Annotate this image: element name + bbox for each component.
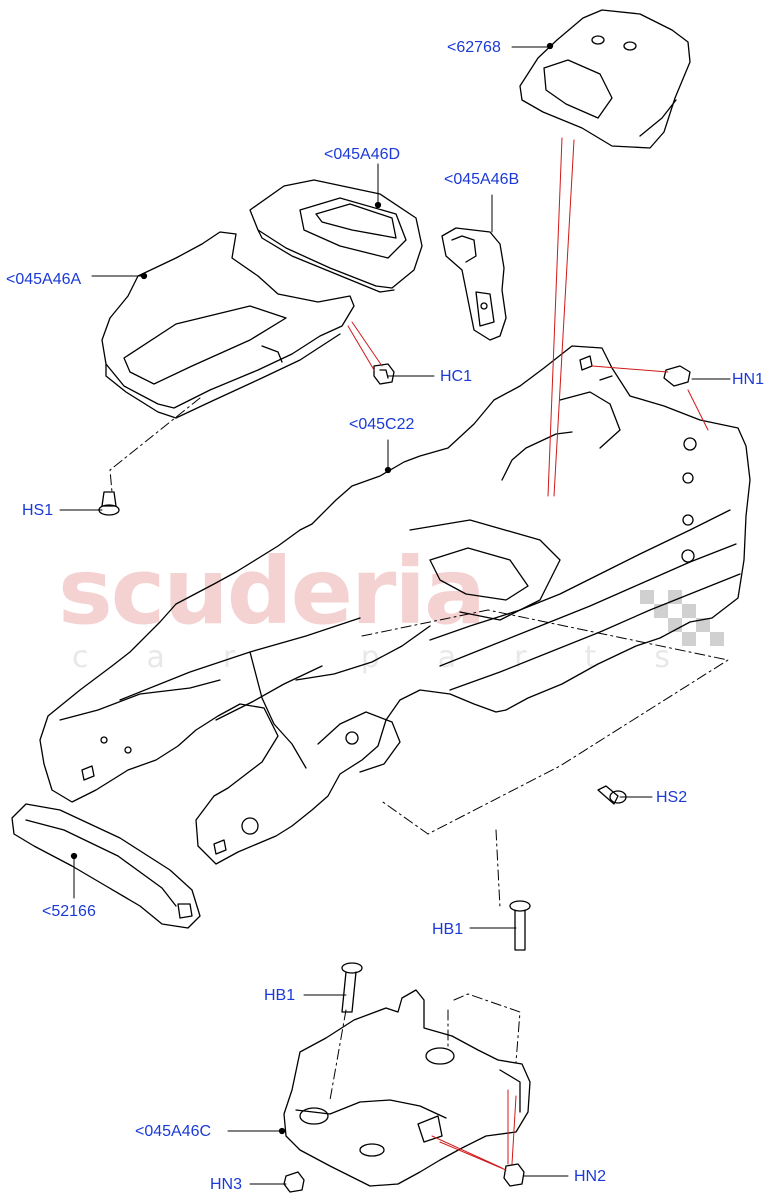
- leader-lines: [59, 46, 731, 1185]
- part-045C22-console: [39, 345, 751, 865]
- callout-HS1: HS1: [22, 502, 54, 519]
- callout-HC1: HC1: [440, 368, 473, 385]
- part-HN3-nut: [283, 1171, 305, 1193]
- callout-52166: <52166: [42, 903, 96, 920]
- part-HN1-nut: [663, 365, 691, 387]
- callout-HN1: HN1: [732, 371, 765, 388]
- watermark-subtitle: car parts: [72, 640, 728, 675]
- part-045A46B-bracket: [441, 227, 507, 341]
- callout-045A46B: <045A46B: [444, 171, 520, 188]
- callout-HN3: HN3: [210, 1176, 243, 1193]
- callout-045A46C: <045A46C: [135, 1123, 212, 1140]
- callout-HB1-left: HB1: [264, 987, 296, 1004]
- part-HN2-nut: [503, 1163, 525, 1187]
- watermark-flag: [640, 590, 724, 646]
- part-HS1-screw: [98, 491, 120, 516]
- watermark-logo: scuderia: [58, 538, 486, 645]
- part-HB1-bolt-left: [341, 962, 363, 1013]
- part-045A46A-frame: [101, 231, 355, 419]
- part-HB1-bolt-right: [509, 900, 531, 951]
- leader-lines-red: [347, 137, 709, 1171]
- callout-HS2: HS2: [656, 789, 688, 806]
- callout-HB1-right: HB1: [432, 921, 464, 938]
- part-045A46C-bracket: [278, 989, 531, 1187]
- part-HC1-clip: [373, 363, 395, 385]
- part-045A46D-tray: [249, 179, 423, 293]
- part-62768-cover: [519, 9, 691, 149]
- part-52166-bar: [11, 803, 201, 929]
- callout-62768: <62768: [447, 39, 501, 56]
- callout-045A46D: <045A46D: [324, 146, 401, 163]
- callout-045A46A: <045A46A: [6, 271, 82, 288]
- part-HS2-screw: [597, 785, 627, 805]
- callout-HN2: HN2: [574, 1168, 607, 1185]
- assembly-lines: [109, 397, 729, 1101]
- callout-045C22: <045C22: [349, 416, 415, 433]
